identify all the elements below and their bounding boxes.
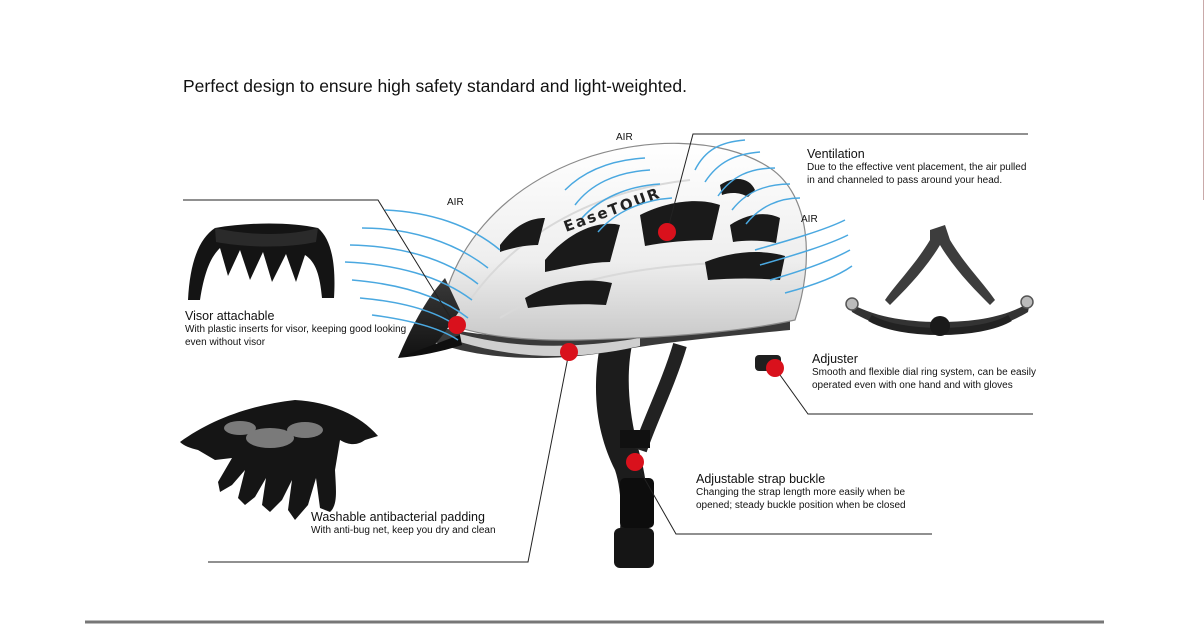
visor-desc: With plastic inserts for visor, keeping … [185, 324, 407, 348]
ventilation-title: Ventilation [807, 147, 865, 161]
leader-adjuster [774, 367, 1033, 415]
strap-desc: Changing the strap length more easily wh… [696, 487, 906, 511]
air-label-top: AIR [616, 132, 633, 143]
padding-desc: With anti-bug net, keep you dry and clea… [311, 525, 496, 536]
airflow-line [384, 209, 501, 251]
airflow-line [597, 197, 673, 233]
airflow-line [349, 244, 479, 285]
strap-buckle [620, 478, 654, 528]
adjuster-accessory-image [845, 225, 1034, 336]
airflow-line [344, 261, 473, 301]
leader-strap [634, 461, 932, 535]
airflow-line [564, 157, 646, 191]
airflow-line [574, 169, 651, 206]
helmet-visor [398, 278, 462, 358]
leader-ventilation [666, 133, 1028, 233]
airflow-line [754, 219, 846, 251]
marker-strap [626, 453, 644, 471]
airflow-line [361, 227, 489, 269]
marker-adjuster [766, 359, 784, 377]
helmet-strap [595, 342, 687, 568]
callout-strap: Adjustable strap buckle Changing the str… [696, 472, 911, 512]
airflow-line [717, 167, 776, 197]
airflow-line [581, 183, 661, 219]
strap-slider [620, 430, 650, 448]
visor-accessory-image [188, 223, 335, 300]
adjuster-desc: Smooth and flexible dial ring system, ca… [812, 367, 1037, 391]
helmet-shell [439, 142, 808, 341]
airflow-line [351, 279, 469, 319]
marker-visor [448, 316, 466, 334]
airflow-line [371, 314, 459, 341]
airflow-line [784, 265, 853, 294]
air-label-right: AIR [801, 214, 818, 225]
airflow-line [745, 197, 801, 225]
leader-visor [183, 199, 456, 326]
page-title: Perfect design to ensure high safety sta… [183, 76, 687, 96]
callout-ventilation: Ventilation Due to the effective vent pl… [807, 147, 1032, 187]
strap-title: Adjustable strap buckle [696, 472, 826, 486]
airflow-line [769, 249, 851, 281]
airflow-line [694, 139, 746, 171]
marker-padding [560, 343, 578, 361]
visor-title: Visor attachable [185, 309, 275, 323]
leader-padding [208, 351, 570, 563]
callout-adjuster: Adjuster Smooth and flexible dial ring s… [812, 352, 1037, 392]
airflow-line [704, 151, 761, 183]
adjuster-title: Adjuster [812, 352, 858, 366]
padding-accessory-image [180, 400, 378, 520]
marker-ventilation [658, 223, 676, 241]
helmet-vents [500, 178, 785, 308]
airflow-line [759, 234, 849, 266]
air-label-left: AIR [447, 197, 464, 208]
callout-markers [448, 223, 784, 471]
leader-lines [183, 133, 1033, 563]
padding-title: Washable antibacterial padding [311, 510, 485, 524]
callout-visor: Visor attachable With plastic inserts fo… [185, 309, 407, 349]
airflow-lines [344, 139, 853, 341]
airflow-line [731, 183, 791, 211]
callout-padding: Washable antibacterial padding With anti… [311, 510, 536, 538]
ventilation-desc: Due to the effective vent placement, the… [807, 162, 1027, 186]
